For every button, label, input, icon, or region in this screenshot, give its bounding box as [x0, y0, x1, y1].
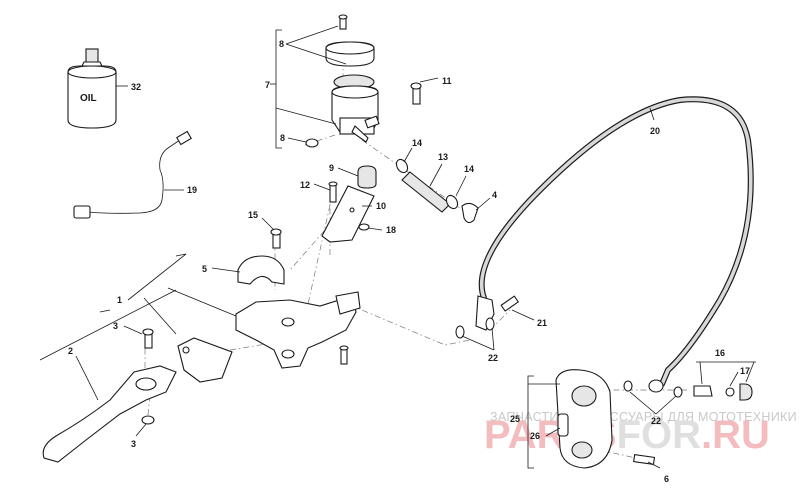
callout-7: 7: [265, 80, 270, 90]
callout-3-lower: 3: [131, 439, 136, 449]
callout-17: 17: [740, 366, 750, 376]
callout-32: 32: [131, 82, 141, 92]
callout-13: 13: [438, 152, 448, 162]
bleeder-valve-group: [693, 383, 753, 401]
callout-4: 4: [492, 190, 497, 200]
clutch-switch-cable: [73, 130, 192, 219]
reservoir-group: [305, 14, 422, 243]
oil-bottle: OIL: [67, 48, 117, 129]
callout-9: 9: [329, 163, 334, 173]
clutch-lever-group: [42, 328, 177, 463]
slave-cylinder-group: [555, 369, 656, 469]
callout-26: 26: [530, 431, 540, 441]
callout-14-b: 14: [464, 164, 474, 174]
callout-14-a: 14: [412, 138, 422, 148]
watermark-brand: PARTSFOR.RU: [484, 413, 770, 457]
callout-10: 10: [376, 201, 386, 211]
callout-3-upper: 3: [113, 321, 118, 331]
callout-11: 11: [442, 76, 452, 86]
master-cylinder-group: [177, 228, 361, 383]
callout-15: 15: [248, 210, 258, 220]
callout-8-top: 8: [279, 39, 284, 49]
callout-22-upper: 22: [488, 353, 498, 363]
callout-labels: 8 7 8 11 14 13 14 9 12 4 10 15 18 5 1 3 …: [68, 39, 750, 484]
callout-8-lower: 8: [280, 133, 285, 143]
clutch-hose: [475, 96, 754, 393]
callout-22-lower: 22: [651, 416, 661, 426]
callout-16: 16: [715, 348, 725, 358]
callout-5: 5: [202, 264, 207, 274]
callout-19: 19: [187, 185, 197, 195]
callout-6: 6: [664, 474, 669, 484]
callout-1: 1: [117, 295, 122, 305]
leader-lines: [39, 25, 756, 469]
callout-21: 21: [537, 318, 547, 328]
callout-12: 12: [300, 180, 310, 190]
callout-25: 25: [510, 414, 520, 424]
callout-20: 20: [650, 126, 660, 136]
callout-18: 18: [386, 225, 396, 235]
watermark-brand-ru: .RU: [701, 413, 770, 457]
banjo-fittings: [455, 295, 683, 398]
callout-2: 2: [68, 346, 73, 356]
watermark-brand-for: FOR: [617, 413, 702, 457]
reservoir-hose-group: [395, 158, 479, 224]
oil-bottle-label: OIL: [80, 93, 97, 104]
